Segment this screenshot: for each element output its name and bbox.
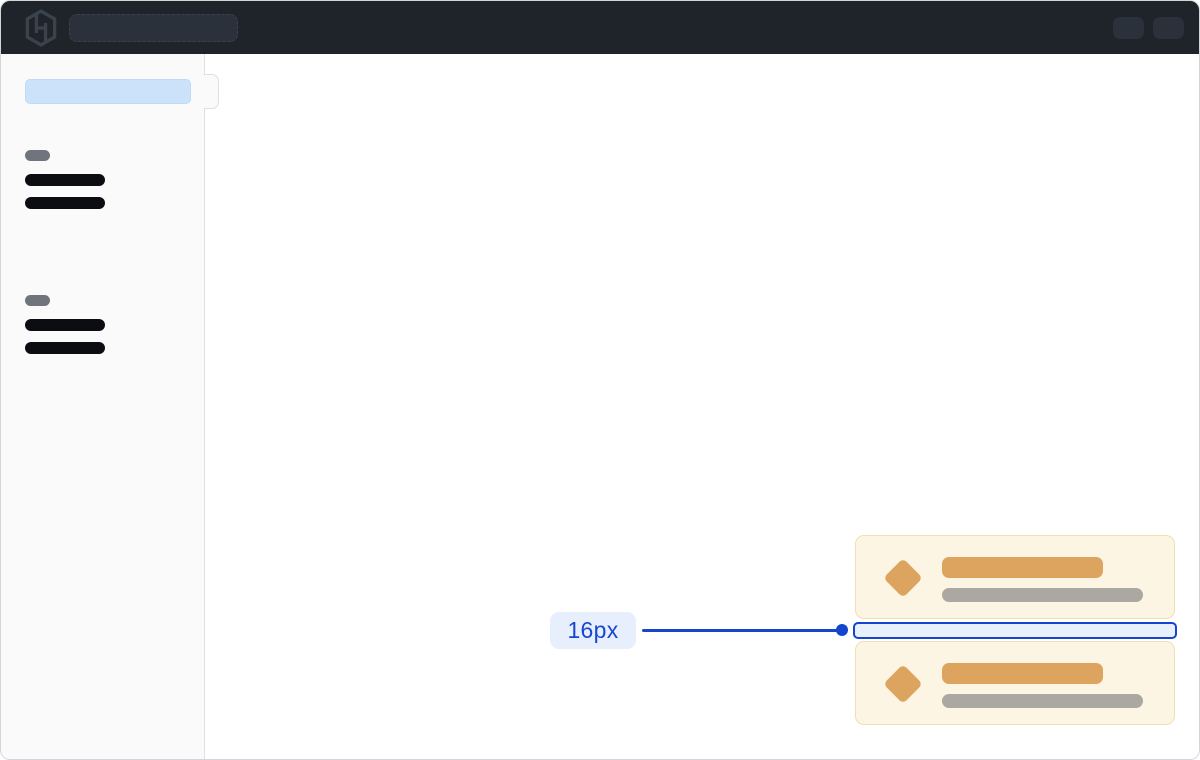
search-input-placeholder[interactable]	[69, 14, 238, 42]
card-title-placeholder	[942, 663, 1103, 684]
topbar-action-button-1[interactable]	[1113, 17, 1144, 39]
sidebar	[1, 54, 205, 759]
sidebar-selected-item-placeholder[interactable]	[25, 79, 191, 104]
top-nav	[1, 1, 1199, 54]
sidebar-nav-group-1	[25, 150, 195, 220]
card-subtitle-placeholder	[942, 588, 1143, 602]
topbar-action-button-2[interactable]	[1153, 17, 1184, 39]
diamond-icon	[883, 558, 923, 598]
card-subtitle-placeholder	[942, 694, 1143, 708]
spacing-measurement-label: 16px	[550, 612, 636, 649]
sidebar-toggle-handle[interactable]	[204, 74, 219, 109]
card[interactable]	[855, 535, 1175, 619]
card[interactable]	[855, 641, 1175, 725]
sidebar-item-placeholder[interactable]	[25, 342, 105, 354]
hashicorp-logo-icon[interactable]	[23, 9, 59, 47]
sidebar-item-placeholder[interactable]	[25, 197, 105, 209]
sidebar-section-label-placeholder	[25, 150, 50, 161]
spacing-gap-highlight	[853, 622, 1177, 639]
measurement-line	[642, 629, 838, 632]
measurement-dot	[836, 624, 848, 636]
sidebar-item-placeholder[interactable]	[25, 319, 105, 331]
sidebar-section-label-placeholder	[25, 295, 50, 306]
card-title-placeholder	[942, 557, 1103, 578]
diamond-icon	[883, 664, 923, 704]
sidebar-nav-group-2	[25, 295, 195, 365]
sidebar-item-placeholder[interactable]	[25, 174, 105, 186]
